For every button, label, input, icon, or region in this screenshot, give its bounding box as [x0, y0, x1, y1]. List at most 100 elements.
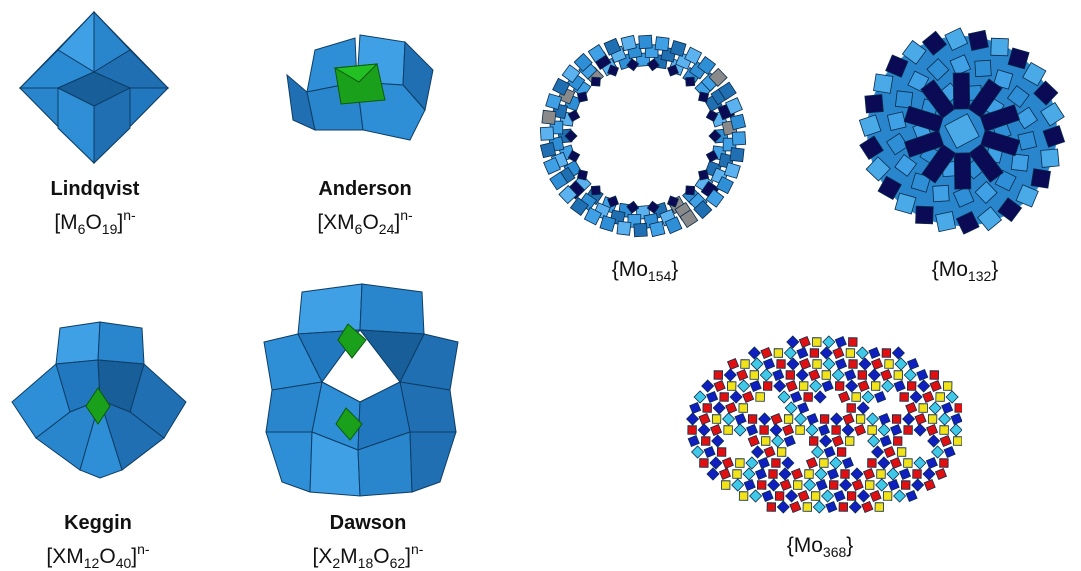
polyhedron-tile [779, 478, 792, 492]
polyhedron-tile [745, 456, 759, 470]
polyhedron-tile [552, 77, 571, 96]
polyhedron-tile [770, 412, 783, 426]
polyhedron-tile [823, 445, 836, 459]
polyhedron-tile [702, 403, 712, 413]
polyhedron-tile [980, 129, 1021, 157]
polyhedron-tile [773, 348, 784, 358]
polyhedron-tile [726, 357, 740, 371]
polyhedron-tile [722, 412, 736, 426]
polyhedron-tile [814, 467, 828, 481]
polyhedron-tile [921, 30, 947, 56]
polyhedron-tile [773, 379, 787, 393]
polyhedron-tile [838, 502, 849, 512]
polyhedron-tile [994, 169, 1017, 192]
polyhedron-tile [822, 357, 836, 371]
polyhedron-tile [875, 478, 889, 492]
polyhedron-tile [1010, 153, 1030, 172]
polyhedron-tile [821, 379, 834, 393]
polyhedron-tile [867, 458, 877, 468]
polyhedron-tile [967, 29, 989, 51]
polyhedron-tile [949, 423, 962, 437]
polyhedron-tile [857, 370, 868, 380]
polyhedron-tile [729, 390, 743, 404]
polyhedron-tile [607, 64, 620, 77]
polyhedron-tile [925, 456, 938, 470]
polyhedron-tile [859, 135, 884, 161]
structure-formula: [XM12O40]n- [46, 541, 150, 571]
polyhedron-tile [851, 478, 864, 492]
polyhedron-tile [576, 169, 588, 181]
polyhedron-tile [686, 412, 700, 426]
polyhedron-tile [732, 469, 742, 479]
polyhedron-tile [890, 423, 903, 437]
polyhedron-tile [977, 206, 1003, 232]
polyhedron-tile [881, 379, 895, 393]
polyhedron-tile [797, 401, 810, 415]
keggin-label: Keggin [XM12O40]n- [18, 512, 178, 571]
polyhedron-tile [705, 109, 719, 123]
polyhedron-tile [545, 93, 563, 110]
polyhedron-tile [558, 185, 578, 205]
polyhedron-tile [790, 390, 803, 404]
polyhedron-tile [812, 500, 826, 514]
polyhedron-tile [917, 379, 931, 393]
polyhedron-tile [698, 91, 710, 103]
polyhedron-tile [929, 379, 942, 393]
polyhedron-tile [804, 469, 814, 479]
polyhedron-tile [819, 414, 830, 424]
polyhedron-tile [877, 423, 891, 437]
polyhedron-tile [858, 114, 882, 137]
polyhedron-tile [913, 423, 927, 437]
polyhedron-tile [716, 447, 727, 457]
lindqvist-label: Lindqvist [M6O19]n- [20, 178, 170, 237]
polyhedron-tile [747, 346, 761, 360]
polyhedron-tile [974, 59, 992, 78]
polyhedron-tile [796, 346, 809, 360]
polyhedron-tile [861, 390, 875, 404]
polyhedron-tile [805, 423, 819, 437]
polyhedron-tile [885, 54, 909, 78]
polyhedron-tile [691, 445, 705, 459]
polyhedron-tile [700, 436, 711, 446]
polyhedron-tile [699, 458, 709, 468]
polyhedron-tile [698, 412, 711, 426]
polyhedron-tile [867, 368, 881, 382]
polyhedron-tile [941, 401, 954, 415]
polyhedron-tile [841, 423, 855, 437]
polyhedron-tile [968, 143, 1004, 183]
polyhedron-tile [731, 131, 747, 146]
polyhedron-tile [576, 91, 588, 103]
polyhedron-tile [708, 129, 722, 143]
polyhedron-tile [882, 491, 893, 501]
polyhedron-tile [797, 489, 810, 503]
mo368-label: {Mo368} [786, 534, 854, 560]
polyhedron-tile [819, 458, 829, 468]
polyhedron-tile [713, 379, 726, 393]
polyhedron-tile [749, 379, 762, 393]
polyhedron-tile [769, 423, 783, 437]
polyhedron-tile [698, 169, 710, 181]
polyhedron-tile [822, 335, 836, 349]
polyhedron-tile [1042, 125, 1066, 148]
polyhedron-tile [830, 412, 844, 426]
polyhedron-tile [858, 357, 872, 371]
keggin-structure [10, 320, 188, 480]
polyhedron-tile [997, 197, 1023, 223]
polyhedron-tile [749, 370, 760, 380]
polyhedron-tile [867, 434, 881, 448]
polyhedron-tile [833, 489, 846, 503]
polyhedron-tile [806, 412, 819, 426]
polyhedron-tile [712, 401, 726, 415]
polyhedron-tile [777, 390, 791, 404]
polyhedron-tile [842, 412, 855, 426]
polyhedron-tile [725, 97, 743, 116]
polyhedron-tile [646, 200, 660, 214]
polyhedron-tile [891, 414, 902, 424]
polyhedron-tile [879, 434, 892, 448]
polyhedron-tile [887, 478, 900, 492]
polyhedron-tile [749, 489, 763, 503]
polyhedron-tile [733, 423, 747, 437]
polyhedron-tile [854, 423, 867, 437]
polyhedron-tile [874, 502, 885, 512]
polyhedron-tile [815, 478, 828, 492]
